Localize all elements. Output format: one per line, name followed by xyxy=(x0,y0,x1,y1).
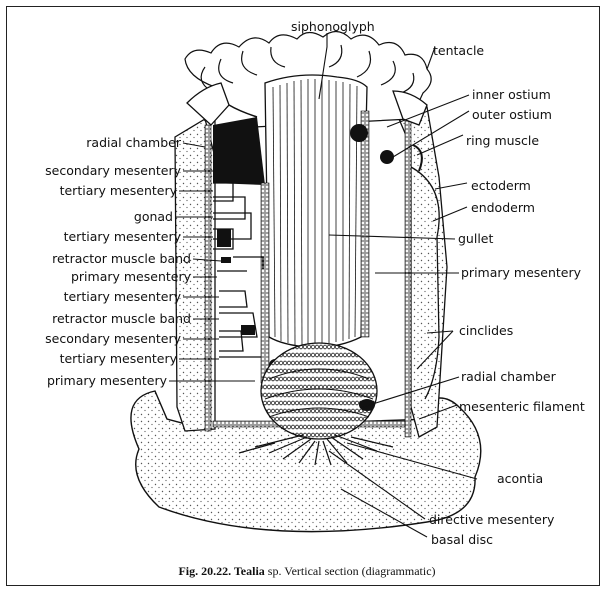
label-tertiary-mesentery-1: tertiary mesentery xyxy=(60,183,178,198)
caption-species: sp. xyxy=(268,564,282,578)
label-mesenteric-filament: mesenteric filament xyxy=(459,399,585,414)
label-basal-disc: basal disc xyxy=(431,532,493,547)
label-siphonoglyph: siphonoglyph xyxy=(291,19,375,34)
label-cinclides: cinclides xyxy=(459,323,513,338)
label-gullet: gullet xyxy=(458,231,493,246)
label-ring-muscle: ring muscle xyxy=(466,133,539,148)
label-gonad: gonad xyxy=(134,209,173,224)
label-radial-chamber-right: radial chamber xyxy=(461,369,557,384)
label-endoderm: endoderm xyxy=(471,200,535,215)
label-acontia: acontia xyxy=(497,471,543,486)
label-tertiary-mesentery-3: tertiary mesentery xyxy=(64,289,182,304)
label-outer-ostium: outer ostium xyxy=(472,107,552,122)
label-secondary-mesentery-1: secondary mesentery xyxy=(45,163,181,178)
left-mesenteries xyxy=(213,183,263,357)
caption-prefix: Fig. 20.22. Tealia xyxy=(178,564,264,578)
label-secondary-mesentery-2: secondary mesentery xyxy=(45,331,181,346)
gonad-band xyxy=(217,229,231,247)
label-inner-ostium: inner ostium xyxy=(472,87,551,102)
label-retractor-muscle-band-1: retractor muscle band xyxy=(52,251,191,266)
label-directive-mesentery: directive mesentery xyxy=(429,512,555,527)
radial-chamber-left xyxy=(213,117,265,185)
mesenteric-filament-mass xyxy=(261,343,377,439)
inner-ostium xyxy=(350,124,368,142)
label-tertiary-mesentery-4: tertiary mesentery xyxy=(60,351,178,366)
label-primary-mesentery-right: primary mesentery xyxy=(461,265,582,280)
label-primary-mesentery-left-1: primary mesentery xyxy=(71,269,192,284)
label-retractor-muscle-band-2: retractor muscle band xyxy=(52,311,191,326)
outer-ostium xyxy=(380,150,394,164)
figure-caption: Fig. 20.22. Tealia sp. Vertical section … xyxy=(178,564,435,578)
label-tertiary-mesentery-2: tertiary mesentery xyxy=(64,229,182,244)
figure-frame: siphonoglyph tentacle inner ostium outer… xyxy=(6,6,600,586)
endoderm-lining-right xyxy=(405,119,411,437)
label-primary-mesentery-left-2: primary mesentery xyxy=(47,373,168,388)
label-tentacle: tentacle xyxy=(433,43,484,58)
label-ectoderm: ectoderm xyxy=(471,178,531,193)
caption-rest: Vertical section (diagrammatic) xyxy=(284,564,435,578)
tealia-vertical-section-diagram: siphonoglyph tentacle inner ostium outer… xyxy=(7,7,601,587)
label-radial-chamber-left: radial chamber xyxy=(86,135,182,150)
